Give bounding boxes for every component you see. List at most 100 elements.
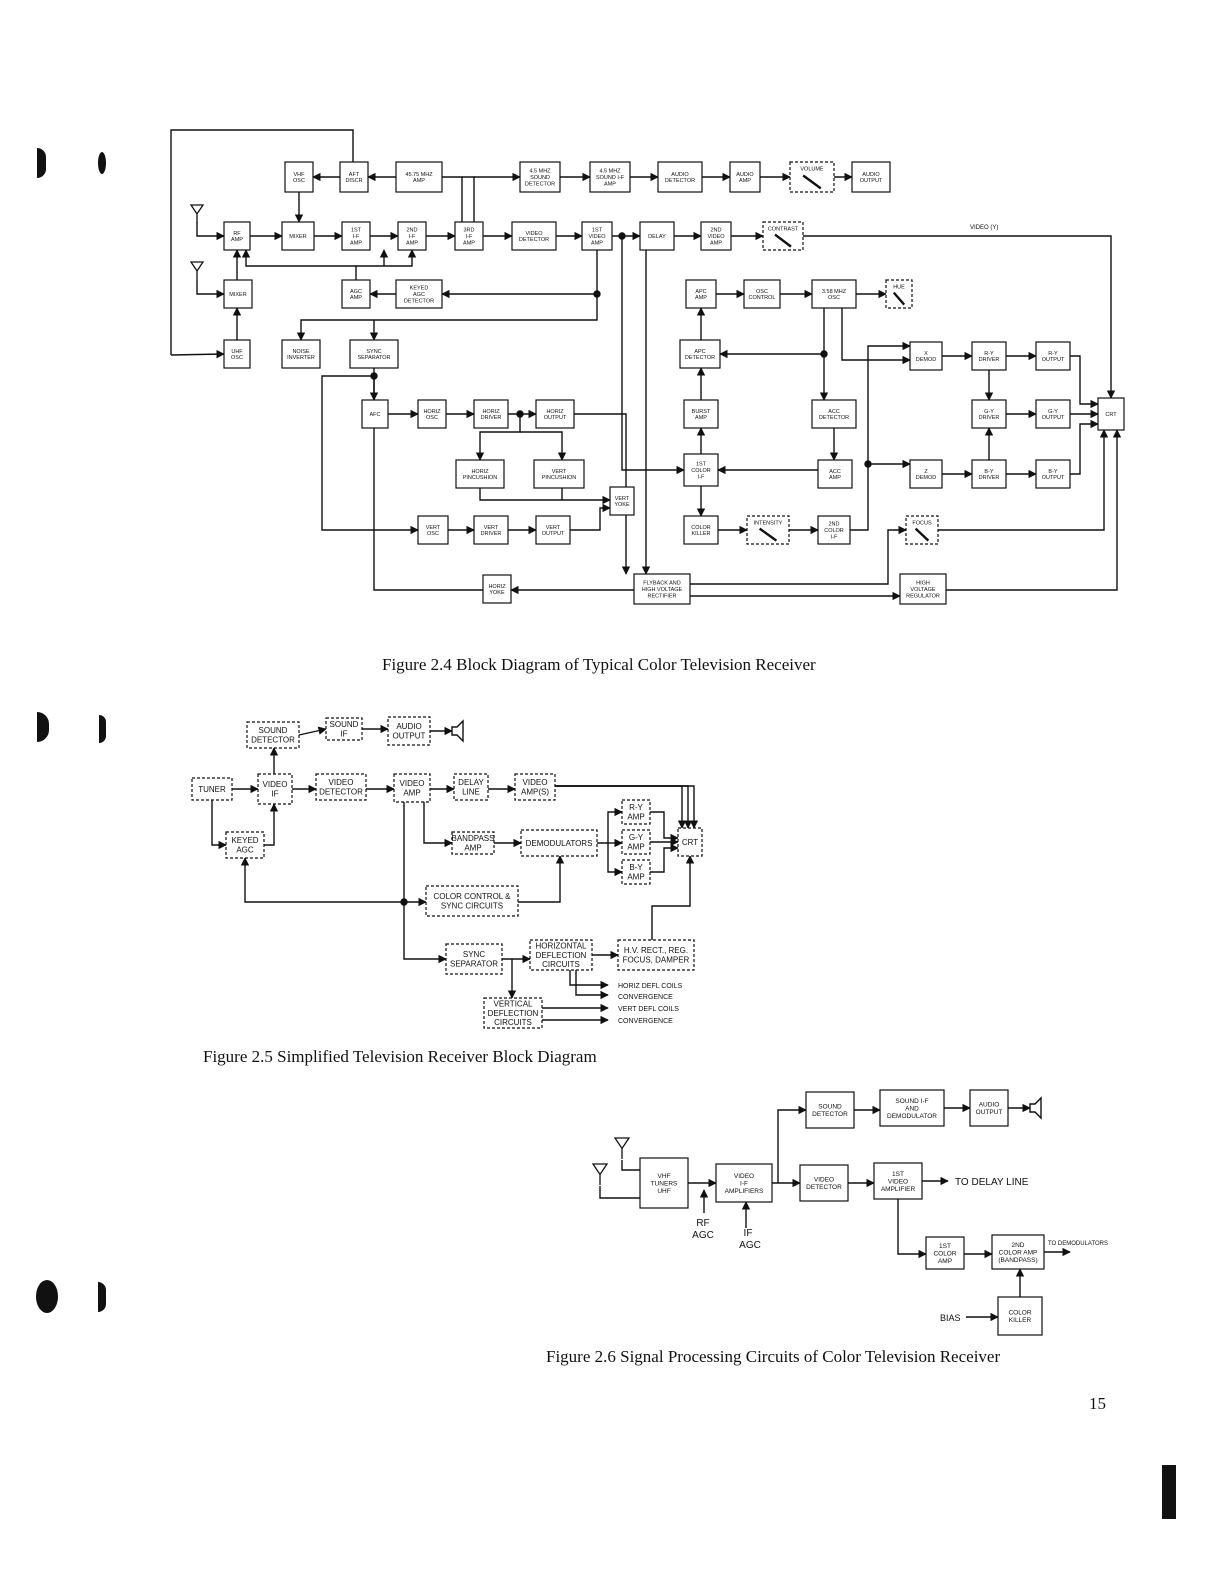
fig24-block-label: DETECTOR	[519, 237, 549, 243]
antenna-icon	[613, 1137, 631, 1159]
signal-wire	[946, 429, 1122, 591]
fig25-block-hvrect: H.V. RECT., REG.FOCUS, DAMPER	[617, 939, 695, 971]
fig24-block-label: AUDIO	[862, 172, 880, 178]
signal-wire	[170, 129, 354, 355]
fig24-block-label: VERT	[615, 496, 630, 502]
fig24-block-label: OUTPUT	[1042, 415, 1065, 421]
fig26-block-label: VIDEO	[734, 1173, 754, 1180]
fig24-block-label: G-Y	[984, 409, 994, 415]
signal-wire	[356, 249, 417, 267]
fig24-block-intensity: INTENSITY	[746, 515, 790, 545]
fig24-block-label: MIXER	[289, 234, 306, 240]
fig24-block-label: KILLER	[692, 531, 711, 537]
fig26-block-label: VIDEO	[888, 1178, 908, 1185]
signal-wire	[621, 1160, 640, 1171]
fig24-block-label: UHF	[231, 349, 243, 355]
fig25-block-label: AMP	[627, 842, 644, 851]
fig26-block-label: KILLER	[1009, 1317, 1032, 1324]
fig26-block-label: 1ST	[892, 1171, 904, 1178]
signal-wire	[555, 785, 699, 829]
fig24-block-label: DETECTOR	[665, 178, 695, 184]
signal-wire	[196, 280, 225, 299]
fig24-block-mixer: MIXER	[281, 221, 315, 251]
fig25-block-label: DELAY	[458, 778, 484, 787]
fig25-block-label: LINE	[462, 787, 480, 796]
fig26-block-label: AUDIO	[979, 1102, 1000, 1109]
fig24-block-label: NOISE	[292, 349, 309, 355]
signal-wire	[569, 970, 609, 990]
fig24-block-label: AMP	[231, 237, 243, 243]
edge-mark	[1162, 1465, 1176, 1519]
control-knob-icon	[892, 291, 906, 306]
fig24-block-label: DETECTOR	[404, 298, 434, 304]
signal-wire	[442, 176, 463, 222]
fig25-caption: Figure 2.5 Simplified Television Receive…	[203, 1047, 597, 1066]
fig24-block-label: DETECTOR	[685, 355, 715, 361]
fig26-block-label: AMPLIFIERS	[725, 1188, 764, 1195]
fig25-block-label: G-Y	[629, 833, 644, 842]
control-knob-icon	[914, 527, 930, 542]
fig26-block-label: COLOR	[933, 1250, 956, 1257]
fig24-block-label: VERT	[552, 469, 567, 475]
signal-wire	[897, 1199, 927, 1259]
fig25-block-label: BANDPASS	[452, 834, 495, 843]
fig24-block-label: 2ND	[828, 522, 839, 528]
fig26-if-agc-label: IF	[744, 1228, 753, 1239]
fig24-block-label: FOCUS	[912, 521, 932, 527]
speaker-icon	[451, 719, 464, 743]
fig26-block-label: SOUND	[818, 1104, 842, 1111]
fig24-block-focus: FOCUS	[905, 515, 939, 545]
fig24-block-label: OUTPUT	[860, 178, 883, 184]
fig24-block-label: PINCUSHION	[463, 475, 498, 481]
fig24-block-label: OUTPUT	[544, 415, 567, 421]
fig24-block-label: OUTPUT	[542, 531, 565, 537]
fig24-block-label: ACC	[828, 409, 840, 415]
signal-wire	[298, 726, 327, 736]
binder-hole-mark	[37, 148, 46, 178]
fig25-block-label: COLOR CONTROL &	[433, 892, 511, 901]
signal-wire	[650, 811, 679, 843]
fig24-block-hue: HUE	[885, 279, 913, 309]
fig24-block-label: VHF	[294, 172, 306, 178]
signal-wire	[574, 413, 631, 575]
fig25-block-label: SYNC CIRCUITS	[441, 901, 503, 910]
fig24-block-label: HORIZ	[471, 469, 489, 475]
fig24-block-label: AFC	[370, 412, 381, 418]
fig25-block-label: AGC	[236, 845, 254, 854]
fig25-block-label: AMP	[464, 843, 481, 852]
fig25-block-label: VIDEO	[263, 780, 288, 789]
fig24-block-label: HIGH	[916, 581, 930, 587]
fig26-block-label: SOUND I-F	[895, 1098, 928, 1105]
fig24-block-label: APC	[694, 349, 705, 355]
fig25-block-label: HORIZONTAL	[536, 942, 588, 951]
fig24-block-label: PINCUSHION	[542, 475, 577, 481]
fig24-block-label: AGC	[413, 292, 425, 298]
fig24-block-label: DETECTOR	[525, 181, 555, 187]
fig24-block-label: 2ND	[710, 228, 721, 234]
fig26-block-label: 1ST	[939, 1243, 951, 1250]
fig24-block-label: RF	[233, 231, 241, 237]
fig26-rf-agc-label: AGC	[692, 1230, 714, 1241]
fig24-block-label: SYNC	[366, 349, 381, 355]
fig25-block-label: FOCUS, DAMPER	[623, 955, 690, 964]
antenna-icon	[591, 1163, 609, 1185]
fig24-block-label: AMP	[829, 475, 841, 481]
